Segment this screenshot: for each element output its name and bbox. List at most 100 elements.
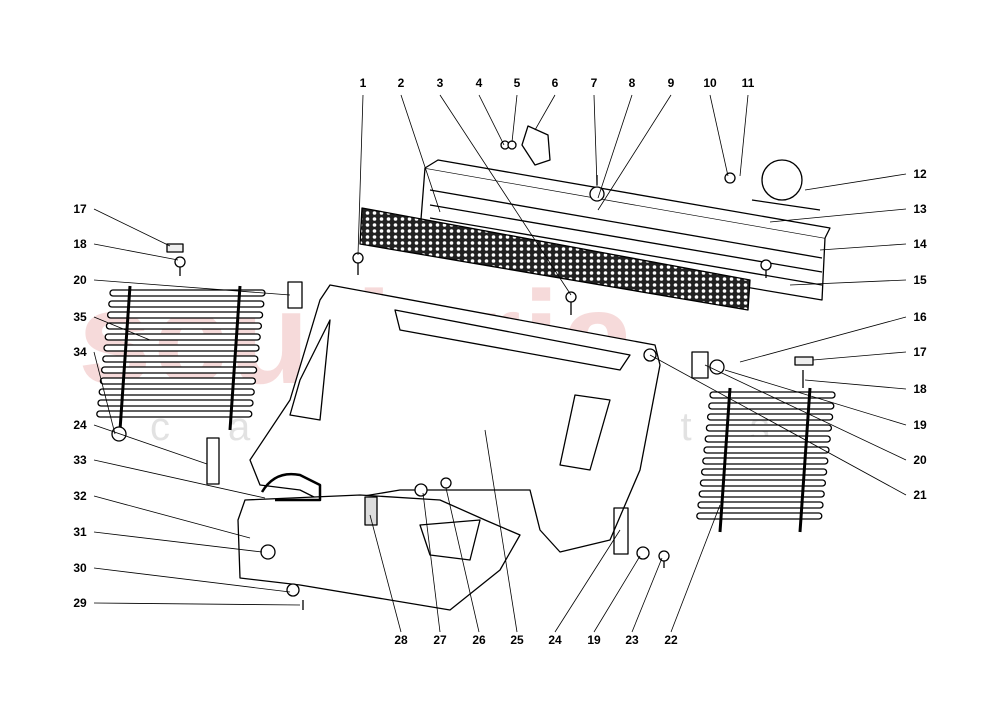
louver-slat bbox=[98, 388, 255, 396]
leader-line bbox=[93, 567, 291, 593]
callout-26: 26 bbox=[472, 633, 486, 647]
louver-slat bbox=[96, 410, 253, 418]
leader-line bbox=[739, 94, 749, 177]
leader-line bbox=[369, 514, 402, 633]
leader-line bbox=[804, 173, 907, 191]
leader-line bbox=[534, 94, 556, 131]
leader-line bbox=[93, 424, 208, 465]
callout-23: 23 bbox=[625, 633, 639, 647]
leader-line bbox=[812, 351, 907, 361]
louver-slat bbox=[697, 501, 824, 509]
leader-line bbox=[400, 94, 441, 213]
callout-18: 18 bbox=[913, 382, 927, 396]
leader-line bbox=[804, 379, 907, 390]
callout-25: 25 bbox=[510, 633, 524, 647]
leader-line bbox=[478, 94, 505, 146]
louver-slat bbox=[700, 468, 828, 476]
callout-35: 35 bbox=[73, 310, 87, 324]
callout-22: 22 bbox=[664, 633, 678, 647]
callout-19: 19 bbox=[913, 418, 927, 432]
leader-line bbox=[819, 243, 907, 251]
callout-8: 8 bbox=[629, 76, 636, 90]
leader-line bbox=[704, 364, 907, 461]
leader-line bbox=[439, 94, 572, 296]
callout-6: 6 bbox=[552, 76, 559, 90]
callout-13: 13 bbox=[913, 202, 927, 216]
leader-line bbox=[597, 94, 633, 199]
callout-11: 11 bbox=[742, 76, 755, 90]
leader-line bbox=[93, 495, 251, 539]
callout-18: 18 bbox=[73, 237, 87, 251]
left-louver-grille bbox=[96, 285, 266, 431]
callout-20: 20 bbox=[913, 453, 927, 467]
callout-32: 32 bbox=[73, 489, 87, 503]
louver-slat bbox=[698, 490, 825, 498]
louver-slat bbox=[104, 333, 261, 341]
leader-line bbox=[93, 459, 266, 499]
leader-line bbox=[93, 243, 179, 261]
callout-15: 15 bbox=[913, 273, 927, 287]
louver-slat bbox=[706, 413, 834, 421]
leader-line bbox=[789, 279, 907, 286]
louver-slat bbox=[699, 479, 827, 487]
callout-3: 3 bbox=[437, 76, 444, 90]
bracket-20 bbox=[287, 281, 303, 309]
bracket-6 bbox=[521, 125, 551, 166]
louver-slat bbox=[97, 399, 254, 407]
lower-trim-panel bbox=[237, 494, 521, 611]
honeycomb-grille bbox=[359, 207, 751, 311]
callout-28: 28 bbox=[394, 633, 408, 647]
callout-7: 7 bbox=[591, 76, 598, 90]
louver-slat bbox=[705, 424, 833, 432]
leader-line bbox=[670, 504, 721, 633]
rear-panel bbox=[419, 167, 826, 301]
leader-line bbox=[93, 602, 301, 606]
louver-slat bbox=[704, 435, 831, 443]
louver-slat bbox=[105, 322, 263, 330]
callout-9: 9 bbox=[668, 76, 675, 90]
callout-17: 17 bbox=[913, 345, 927, 359]
main-trim-panel bbox=[249, 284, 661, 553]
leader-line bbox=[93, 531, 263, 553]
callout-14: 14 bbox=[913, 237, 927, 251]
louver-slat bbox=[696, 512, 823, 520]
clip-28 bbox=[364, 496, 378, 526]
louver-slat bbox=[103, 344, 260, 352]
callout-17: 17 bbox=[73, 202, 87, 216]
leader-line bbox=[554, 529, 621, 633]
callout-10: 10 bbox=[703, 76, 717, 90]
leader-line bbox=[631, 557, 663, 633]
leader-line bbox=[597, 94, 672, 211]
leader-line bbox=[357, 94, 364, 256]
louver-slat bbox=[106, 311, 264, 319]
leader-line bbox=[724, 369, 907, 426]
callout-1: 1 bbox=[360, 76, 367, 90]
callout-20: 20 bbox=[73, 273, 87, 287]
callout-19: 19 bbox=[587, 633, 601, 647]
leader-line bbox=[93, 351, 116, 435]
callout-5: 5 bbox=[514, 76, 521, 90]
louver-slat bbox=[100, 366, 258, 374]
leader-line bbox=[93, 208, 171, 247]
callout-27: 27 bbox=[433, 633, 447, 647]
leader-line bbox=[769, 208, 907, 223]
leader-line bbox=[511, 94, 518, 143]
callout-30: 30 bbox=[73, 561, 87, 575]
leader-line bbox=[93, 279, 291, 296]
callout-31: 31 bbox=[73, 525, 87, 539]
louver-slat bbox=[102, 355, 259, 363]
callout-4: 4 bbox=[476, 76, 483, 90]
callout-29: 29 bbox=[73, 596, 87, 610]
callout-34: 34 bbox=[73, 345, 87, 359]
clip-24b bbox=[613, 507, 629, 555]
louver-slat bbox=[709, 391, 836, 399]
callout-24: 24 bbox=[548, 633, 562, 647]
leader-line bbox=[422, 492, 441, 633]
leader-line bbox=[445, 487, 480, 633]
leader-line bbox=[593, 94, 598, 187]
callout-12: 12 bbox=[913, 167, 927, 181]
bracket-20r bbox=[691, 351, 709, 379]
right-louver-grille bbox=[696, 387, 836, 533]
